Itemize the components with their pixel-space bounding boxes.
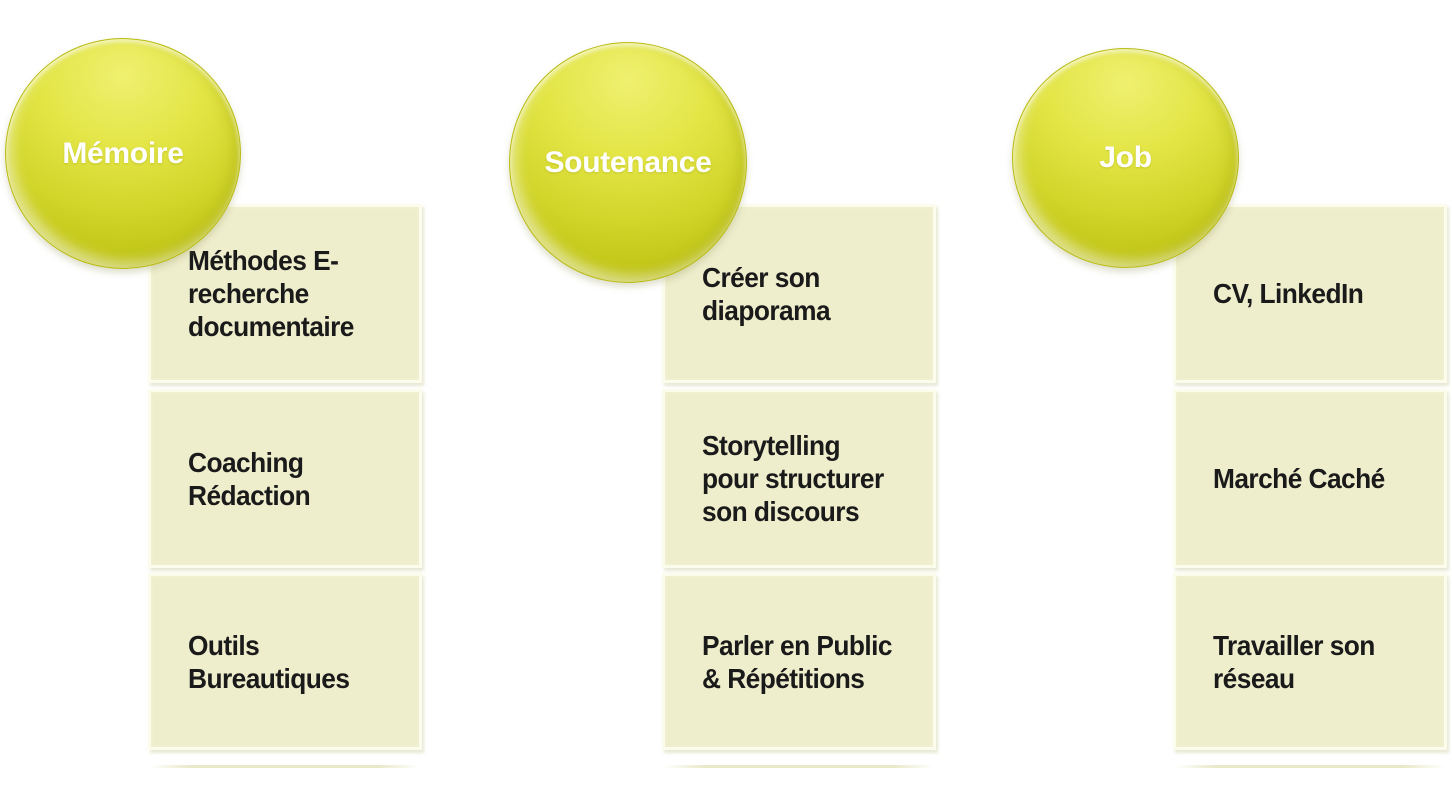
topic-bubble-soutenance: Soutenance [509,42,747,283]
topic-label: Job [1099,141,1152,174]
item-box-soutenance-2: Storytelling pour structurer son discour… [662,389,936,568]
item-text: Travailler son réseau [1213,629,1375,694]
item-text: CV, LinkedIn [1213,278,1364,309]
item-text: Marché Caché [1213,463,1385,494]
item-box-job-1: CV, LinkedIn [1173,204,1447,383]
item-box-memoire-2: Coaching Rédaction [148,389,422,568]
reflection-line [1175,765,1445,768]
reflection-line [664,765,934,768]
item-box-memoire-1: Méthodes E- recherche documentaire [148,204,422,383]
reflection-line [150,765,420,768]
topic-label: Mémoire [62,136,184,170]
item-box-soutenance-1: Créer son diaporama [662,204,936,383]
item-text: Storytelling pour structurer son discour… [702,430,884,527]
topic-bubble-job: Job [1012,48,1239,268]
item-text: Parler en Public & Répétitions [702,629,892,694]
topic-bubble-memoire: Mémoire [5,38,241,269]
topic-label: Soutenance [544,145,712,179]
item-box-memoire-3: Outils Bureautiques [148,573,422,750]
item-text: Méthodes E- recherche documentaire [188,245,354,342]
item-box-job-2: Marché Caché [1173,389,1447,568]
item-box-job-3: Travailler son réseau [1173,573,1447,750]
item-box-soutenance-3: Parler en Public & Répétitions [662,573,936,750]
item-text: Outils Bureautiques [188,629,350,694]
item-text: Créer son diaporama [702,261,831,326]
item-text: Coaching Rédaction [188,446,311,511]
